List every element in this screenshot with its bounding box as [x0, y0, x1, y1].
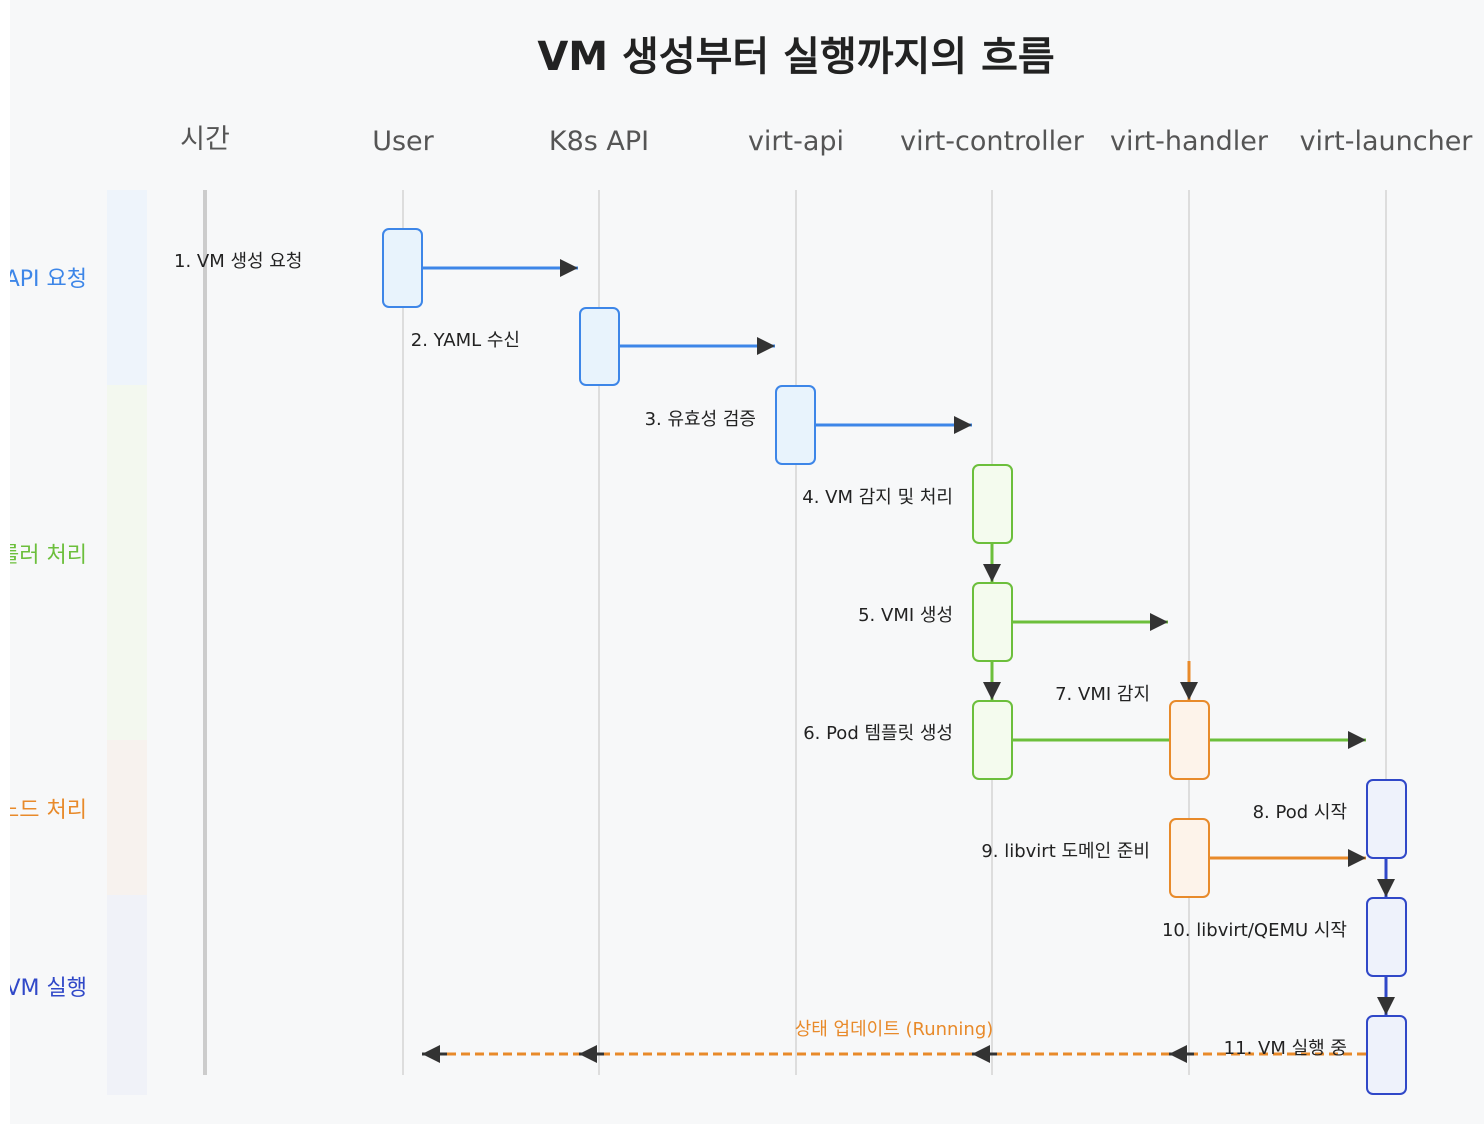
diagram-canvas: VM 생성부터 실행까지의 흐름 API 요청 컨트롤러 처리 노드 처리 VM…: [10, 0, 1484, 1124]
phase-strip-node: [107, 740, 147, 895]
column-label-virt-handler: virt-handler: [1110, 126, 1269, 157]
activation-step6: [972, 700, 1013, 780]
phase-strip-api: [107, 190, 147, 385]
phase-label-api: API 요청: [10, 267, 87, 292]
activation-step5: [972, 582, 1013, 662]
step-label-3: 3. 유효성 검증: [645, 409, 756, 430]
phase-label-node: 노드 처리: [10, 798, 87, 823]
activation-step2: [579, 307, 620, 386]
phase-label-vm: VM 실행: [10, 976, 87, 1001]
activation-step11: [1366, 1015, 1407, 1095]
step-label-1: 1. VM 생성 요청: [174, 251, 302, 272]
diagram-title: VM 생성부터 실행까지의 흐름: [537, 34, 1054, 80]
activation-step9: [1169, 818, 1210, 898]
activation-step4: [972, 464, 1013, 544]
activation-step1: [382, 228, 423, 308]
step-label-11: 11. VM 실행 중: [1224, 1038, 1347, 1059]
step-label-5: 5. VMI 생성: [858, 605, 953, 626]
activation-step3: [775, 385, 816, 465]
step-label-10: 10. libvirt/QEMU 시작: [1162, 920, 1347, 941]
step-label-2: 2. YAML 수신: [411, 330, 520, 351]
activation-step8: [1366, 779, 1407, 859]
phase-label-controller: 컨트롤러 처리: [10, 543, 87, 568]
step-label-9: 9. libvirt 도메인 준비: [981, 841, 1150, 862]
step-label-7: 7. VMI 감지: [1055, 684, 1150, 705]
column-label-virt-controller: virt-controller: [900, 126, 1085, 157]
column-label-k8s-api: K8s API: [549, 126, 649, 157]
sequence-diagram: VM 생성부터 실행까지의 흐름 API 요청 컨트롤러 처리 노드 처리 VM…: [10, 34, 1474, 1095]
phase-strip-vm: [107, 895, 147, 1095]
activation-step7: [1169, 700, 1210, 780]
activation-step10: [1366, 897, 1407, 977]
time-column-label: 시간: [180, 124, 230, 155]
step-label-8: 8. Pod 시작: [1253, 802, 1347, 823]
column-label-user: User: [372, 126, 434, 157]
column-label-virt-launcher: virt-launcher: [1300, 126, 1474, 157]
phase-strip-controller: [107, 385, 147, 740]
step-label-4: 4. VM 감지 및 처리: [802, 487, 953, 508]
column-label-virt-api: virt-api: [748, 126, 844, 157]
status-update-label: 상태 업데이트 (Running): [795, 1019, 994, 1040]
step-label-6: 6. Pod 템플릿 생성: [803, 723, 953, 744]
